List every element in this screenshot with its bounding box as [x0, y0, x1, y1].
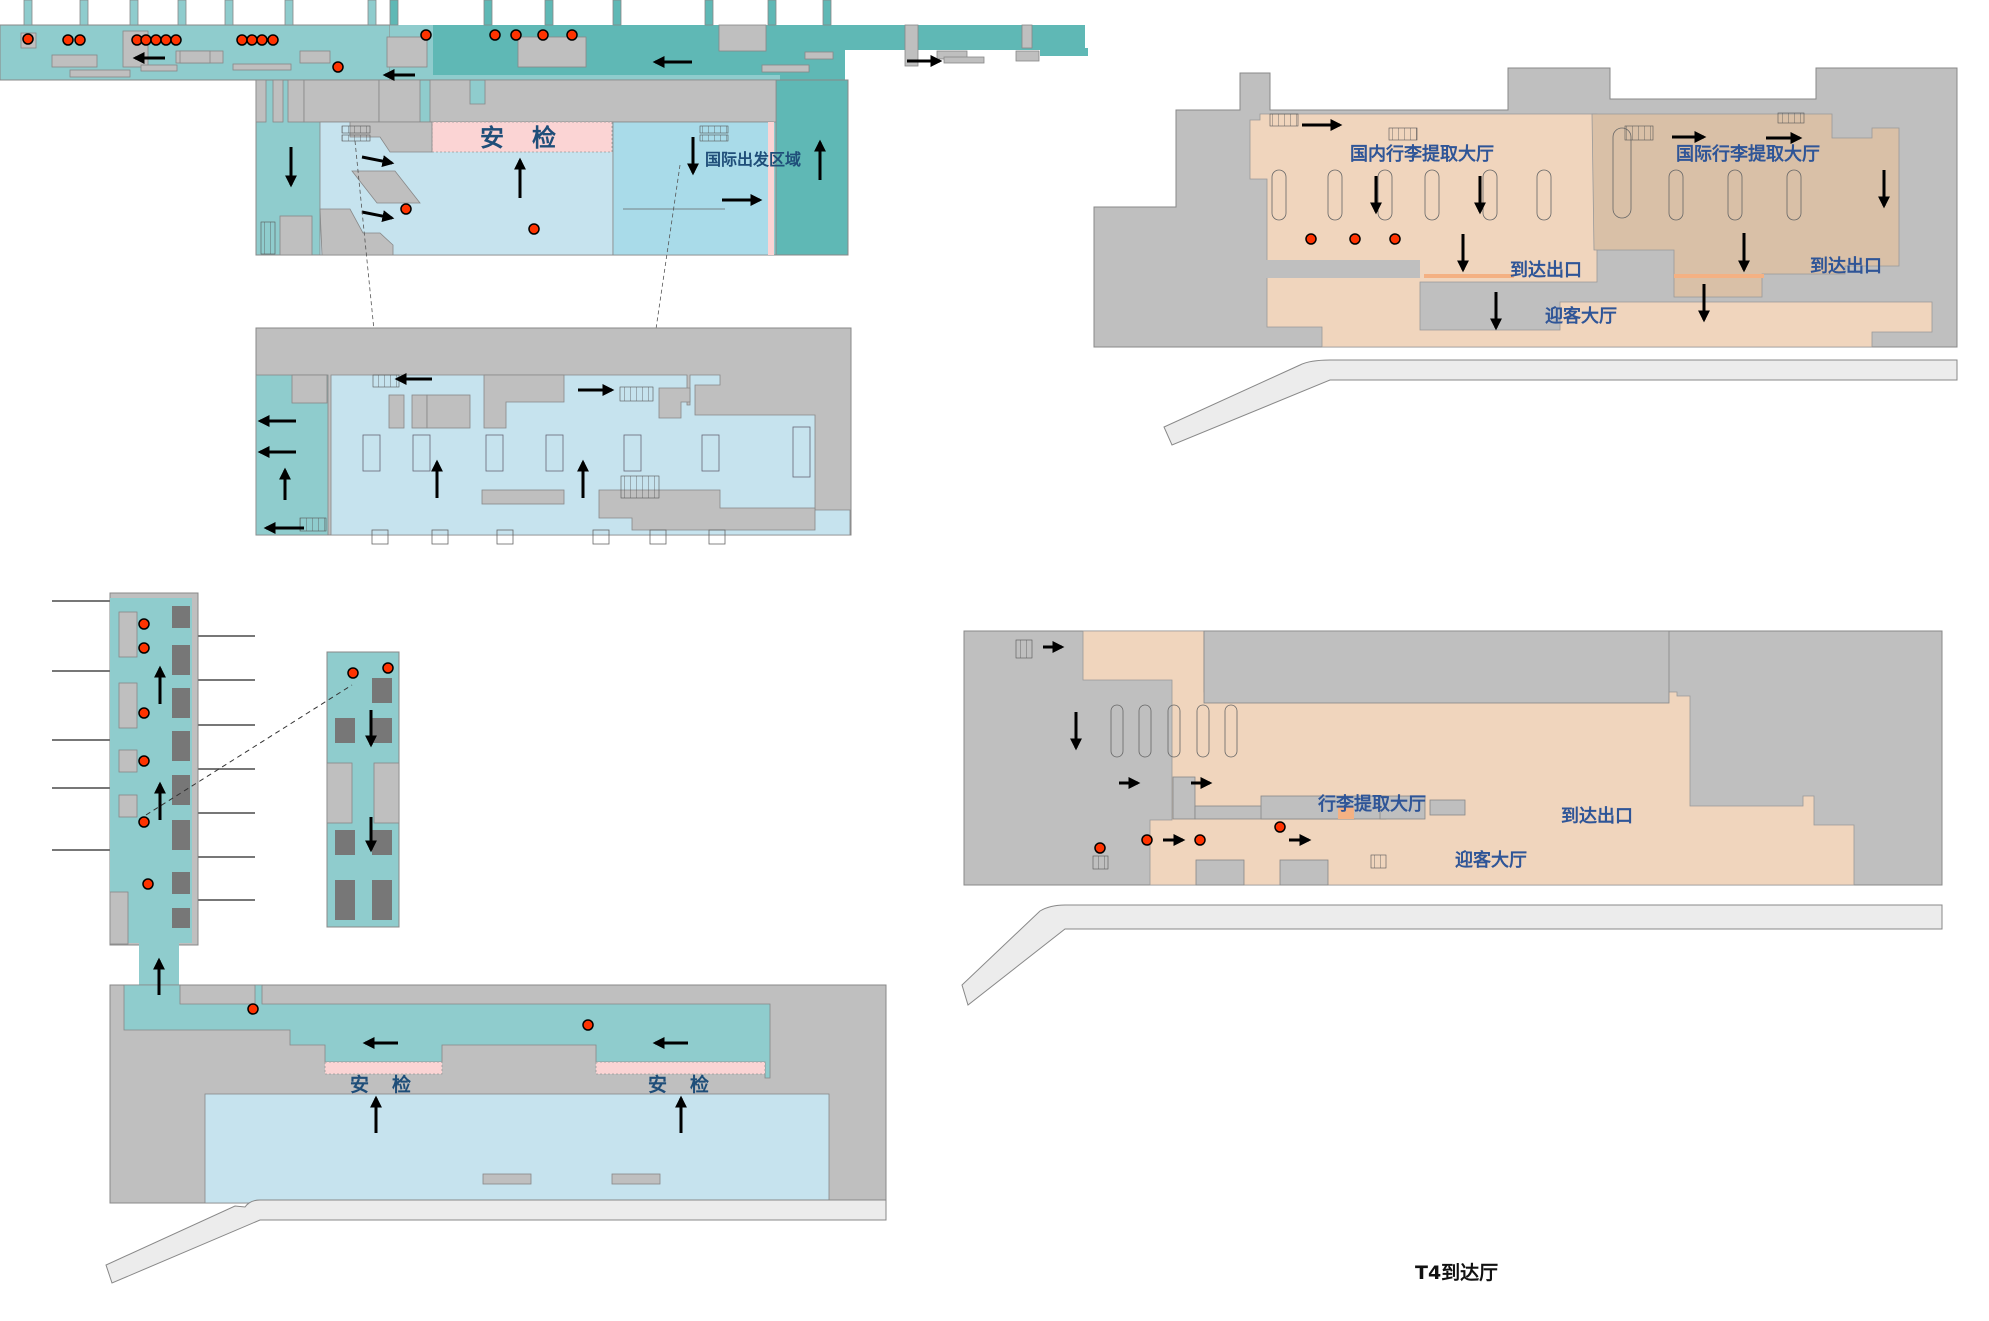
security-label-pier-1: 安 检 — [350, 1074, 414, 1096]
intl-baggage-hall-label: 国际行李提取大厅 — [1676, 144, 1820, 165]
pier-departure-panel — [52, 592, 887, 1284]
security-label-upper: 安 检 — [480, 124, 558, 152]
greeting-hall-label-lower: 迎客大厅 — [1455, 850, 1527, 871]
arrival-lower-panel — [961, 630, 1943, 1006]
poi-markers — [22, 29, 578, 235]
arrival-exit-label-lower: 到达出口 — [1561, 806, 1633, 827]
arrival-exit-label-2: 到达出口 — [1810, 256, 1882, 277]
departure-lower-panel — [255, 327, 852, 545]
departure-upper-panel — [0, 0, 1088, 371]
domestic-baggage-hall-label: 国内行李提取大厅 — [1350, 144, 1494, 165]
figure-caption: T4到达厅 — [1415, 1262, 1499, 1284]
intl-departure-area-label: 国际出发区域 — [705, 150, 802, 169]
security-label-pier-2: 安 检 — [648, 1074, 712, 1096]
greeting-hall-label-upper: 迎客大厅 — [1545, 306, 1617, 327]
arrival-upper-panel — [1093, 67, 1958, 446]
baggage-hall-label-lower: 行李提取大厅 — [1318, 794, 1426, 815]
arrival-exit-label-1: 到达出口 — [1510, 260, 1582, 281]
